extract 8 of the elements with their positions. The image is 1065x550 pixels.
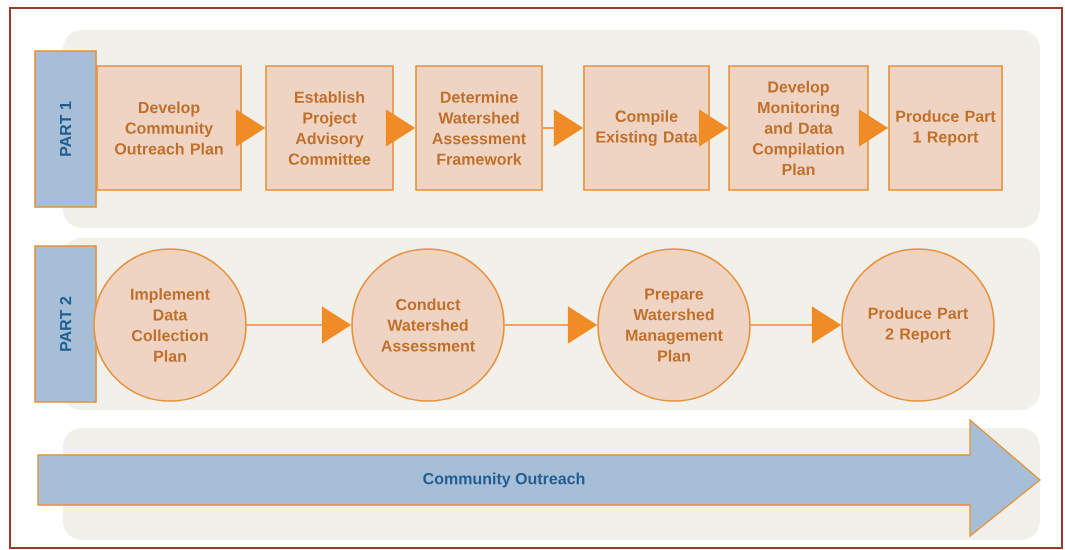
- process-box: Determine Watershed Assessment Framework: [415, 65, 543, 191]
- process-box: Compile Existing Data: [583, 65, 710, 191]
- part-label-tab: PART 2: [34, 245, 97, 403]
- process-box: Develop Community Outreach Plan: [96, 65, 242, 191]
- part-label-tab: PART 1: [34, 50, 97, 208]
- process-box: Establish Project Advisory Committee: [265, 65, 394, 191]
- process-box: Develop Monitoring and Data Compilation Plan: [728, 65, 869, 191]
- process-box: Produce Part 1 Report: [888, 65, 1003, 191]
